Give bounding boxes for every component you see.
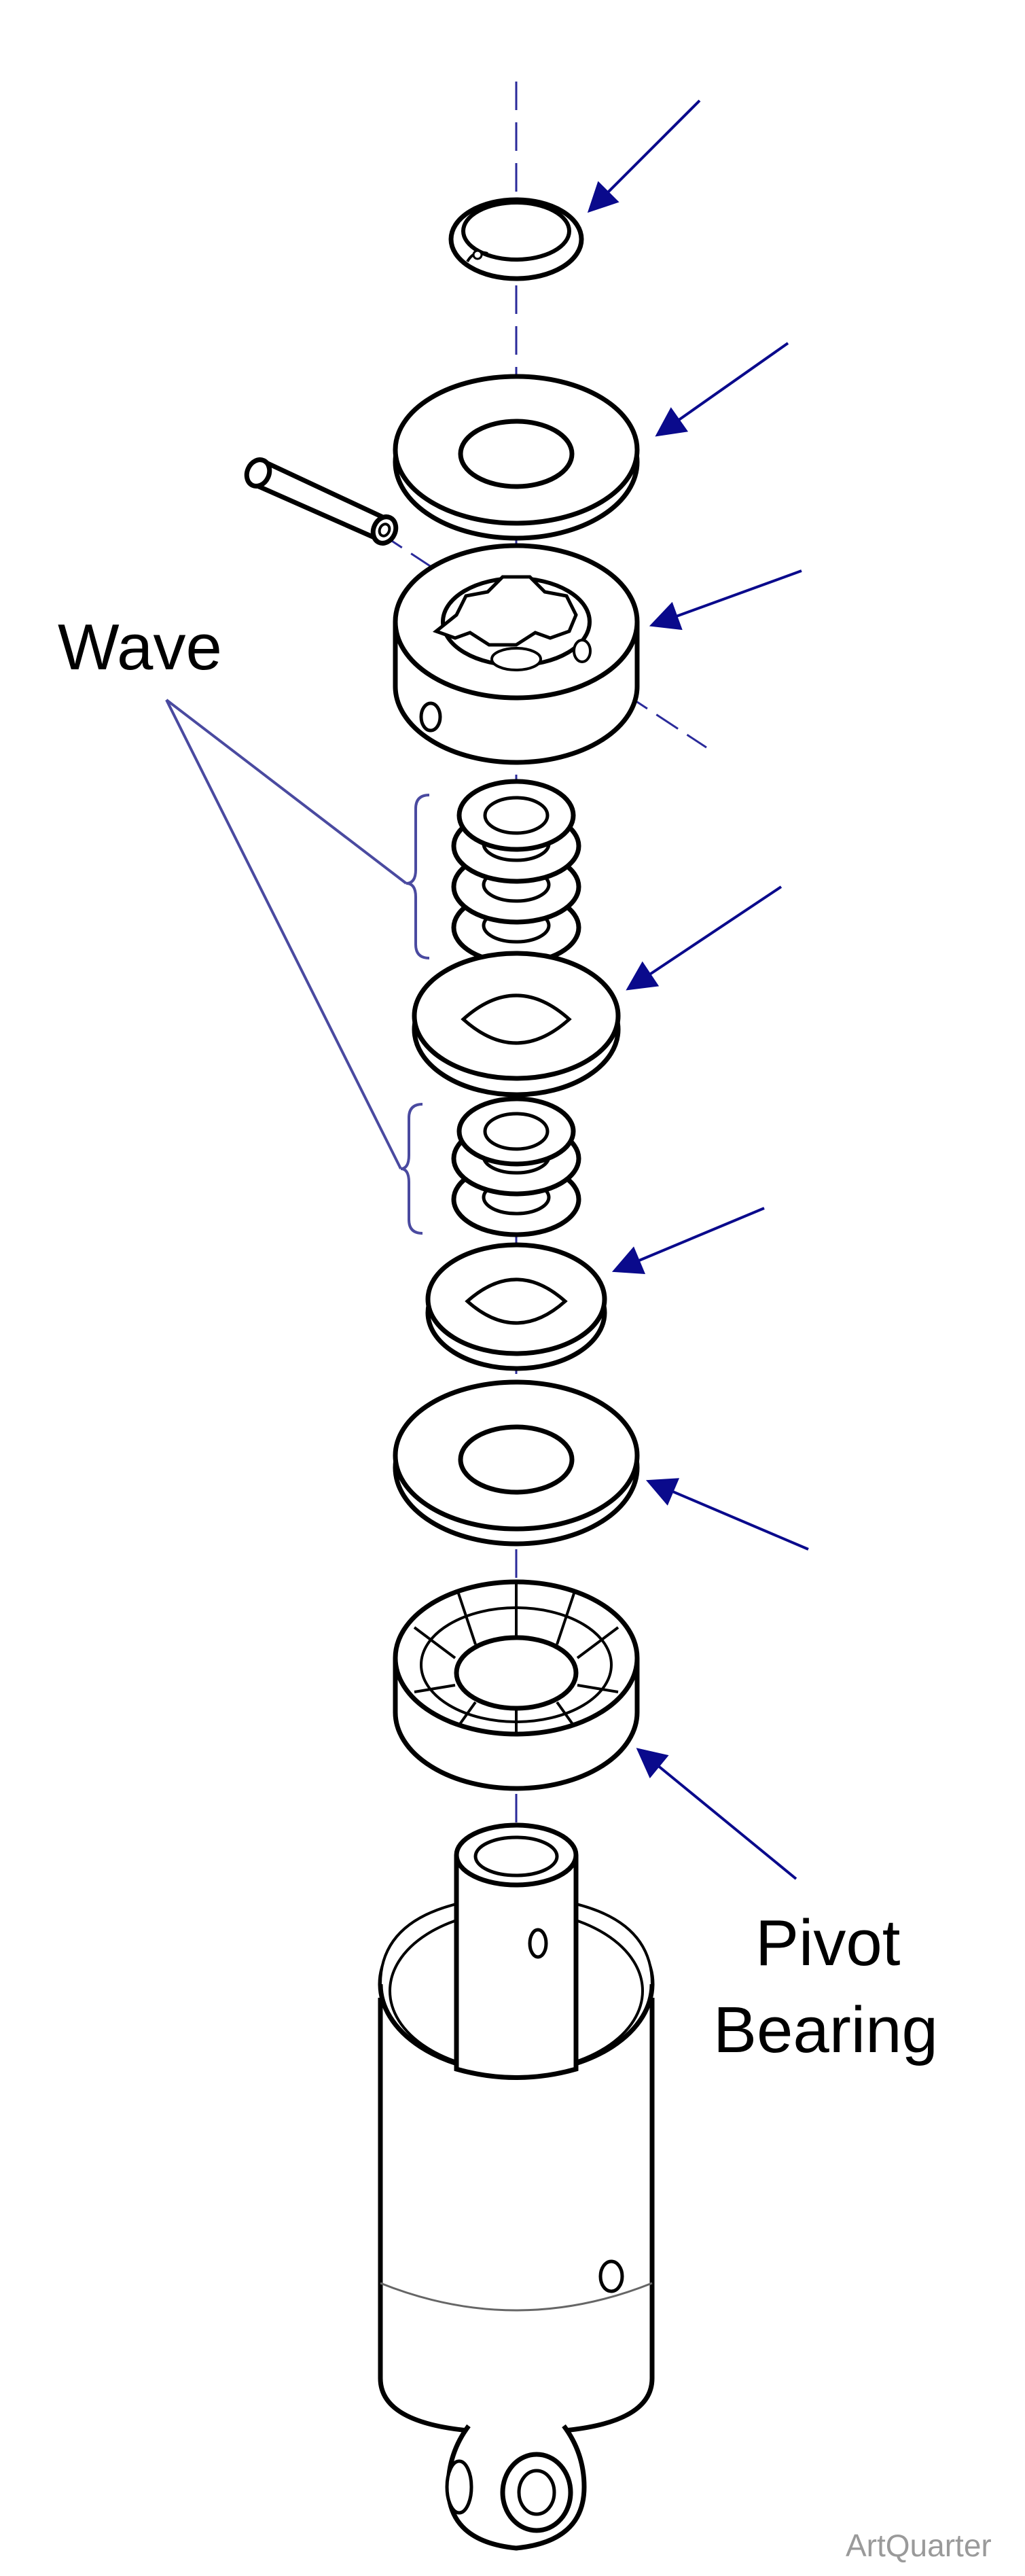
callout-retaining-ring [587, 99, 701, 213]
callout-pivot-bearing [636, 1748, 797, 1880]
pivot-label-line2: Bearing [713, 1994, 938, 2066]
wave-label: Wave [58, 611, 222, 684]
wave-brackets [165, 699, 430, 1235]
callout-arrows [587, 99, 809, 1880]
wave-leader-upper [165, 699, 408, 885]
spacer-washer [425, 1242, 607, 1371]
upper-wave-washers [451, 779, 581, 966]
upper-flat-washer [393, 374, 640, 541]
clutch-hub [393, 543, 640, 765]
artquarter-credit: ArtQuarter [846, 2528, 992, 2563]
callout-spacer-washer [611, 1207, 765, 1275]
wave-leader-lower [165, 699, 402, 1169]
pivot-post-housing [378, 1822, 655, 2551]
retaining-ring [448, 197, 584, 281]
roll-pin [244, 457, 399, 546]
lower-wave-bracket [400, 1103, 423, 1235]
lower-wave-washers [451, 1096, 581, 1237]
pivot-bearing [393, 1579, 640, 1791]
callout-lower-flat-washer [645, 1478, 809, 1551]
upper-wave-bracket [406, 794, 430, 959]
callout-clutch-hub [649, 569, 802, 631]
lower-flat-washer [393, 1379, 640, 1547]
callout-upper-flat-washer [655, 342, 789, 437]
middle-flat-washer [412, 951, 621, 1097]
pivot-label-line1: Pivot [755, 1907, 900, 1979]
callout-middle-flat-washer [626, 885, 783, 991]
